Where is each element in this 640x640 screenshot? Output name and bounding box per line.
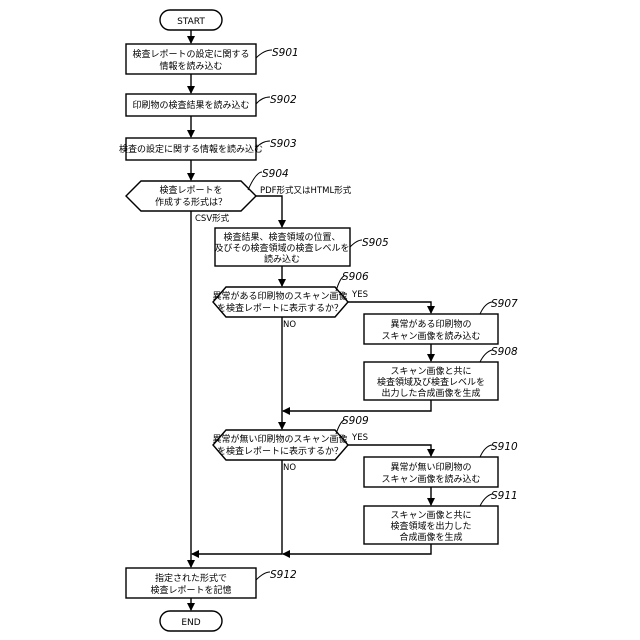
branch-label-no-909: NO xyxy=(283,463,296,473)
decision-s904: 検査レポートを 作成する形式は？ xyxy=(126,181,256,211)
branch-label-csv: CSV形式 xyxy=(195,213,230,224)
process-s902: 印刷物の検査結果を読み込む xyxy=(126,94,256,116)
s902-line-1: 印刷物の検査結果を読み込む xyxy=(132,99,249,111)
s904-line-1: 検査レポートを xyxy=(159,184,222,196)
s905-step-label: S905 xyxy=(362,237,389,249)
s912-line-2: 検査レポートを記憶 xyxy=(150,584,231,596)
s905-line-3: 読み込む xyxy=(264,253,300,265)
end-label: END xyxy=(181,618,200,628)
arrow-s904-to-s905 xyxy=(256,196,282,227)
s909-step-label: S909 xyxy=(342,415,369,427)
s906-step-label: S906 xyxy=(342,271,369,283)
s912-step-label: S912 xyxy=(270,569,297,581)
s910-line-1: 異常が無い印刷物の xyxy=(390,461,471,473)
branch-label-yes-906: YES xyxy=(351,290,368,300)
s910-step-label: S910 xyxy=(491,441,518,453)
s902-step-label: S902 xyxy=(270,94,297,106)
s910-line-2: スキャン画像を読み込む xyxy=(381,473,480,485)
branch-label-pdf-html: PDF形式又はHTML形式 xyxy=(260,185,352,196)
s906-line-2: を検査レポートに表示するか？ xyxy=(217,302,343,314)
arrow-s911-merge xyxy=(283,544,431,554)
start-terminal: START xyxy=(160,10,222,30)
start-label: START xyxy=(177,17,205,27)
branch-label-yes-909: YES xyxy=(351,433,368,443)
s904-line-2: 作成する形式は？ xyxy=(155,196,227,208)
s911-step-label: S911 xyxy=(491,490,518,502)
s907-line-2: スキャン画像を読み込む xyxy=(381,330,480,342)
s904-step-label: S904 xyxy=(262,168,289,180)
s907-line-1: 異常がある印刷物の xyxy=(390,318,471,330)
s905-line-1: 検査結果、検査領域の位置、 xyxy=(223,231,340,243)
end-terminal: END xyxy=(160,611,222,631)
s903-step-label: S903 xyxy=(270,138,297,150)
arrow-s909-yes-to-s910 xyxy=(348,445,431,456)
s908-line-3: 出力した合成画像を生成 xyxy=(381,387,480,399)
s908-line-2: 検査領域及び検査レベルを xyxy=(377,376,485,388)
s906-line-1: 異常がある印刷物のスキャン画像 xyxy=(212,290,347,302)
process-s907: 異常がある印刷物の スキャン画像を読み込む xyxy=(364,314,498,344)
branch-label-no-906: NO xyxy=(283,320,296,330)
s909-line-2: を検査レポートに表示するか？ xyxy=(217,445,343,457)
s912-line-1: 指定された形式で xyxy=(155,572,227,584)
s901-line-2: 情報を読み込む xyxy=(159,60,222,72)
decision-s906: 異常がある印刷物のスキャン画像 を検査レポートに表示するか？ xyxy=(212,287,348,317)
s907-step-label: S907 xyxy=(491,298,518,310)
process-s911: スキャン画像と共に 検査領域を出力した 合成画像を生成 xyxy=(364,506,498,544)
s911-line-3: 合成画像を生成 xyxy=(399,531,462,543)
arrow-s909-no-merge xyxy=(192,460,282,554)
s908-step-label: S908 xyxy=(491,346,518,358)
decision-s909: 異常が無い印刷物のスキャン画像 を検査レポートに表示するか？ xyxy=(212,430,348,460)
s905-line-2: 及びその検査領域の検査レベルを xyxy=(214,242,349,254)
s901-line-1: 検査レポートの設定に関する xyxy=(132,48,249,60)
process-s905: 検査結果、検査領域の位置、 及びその検査領域の検査レベルを 読み込む xyxy=(214,228,350,266)
process-s910: 異常が無い印刷物の スキャン画像を読み込む xyxy=(364,457,498,487)
s909-line-1: 異常が無い印刷物のスキャン画像 xyxy=(212,433,347,445)
process-s908: スキャン画像と共に 検査領域及び検査レベルを 出力した合成画像を生成 xyxy=(364,362,498,400)
arrow-s906-yes-to-s907 xyxy=(348,302,431,313)
process-s912: 指定された形式で 検査レポートを記憶 xyxy=(126,568,256,598)
s908-line-1: スキャン画像と共に xyxy=(390,365,471,377)
process-s901: 検査レポートの設定に関する 情報を読み込む xyxy=(126,44,256,74)
s901-step-label: S901 xyxy=(272,47,299,59)
s911-line-1: スキャン画像と共に xyxy=(390,509,471,521)
arrow-s908-merge xyxy=(283,400,431,411)
s911-line-2: 検査領域を出力した xyxy=(390,520,471,532)
process-s903: 検査の設定に関する情報を読み込む xyxy=(119,138,263,160)
s903-line-1: 検査の設定に関する情報を読み込む xyxy=(119,143,263,155)
